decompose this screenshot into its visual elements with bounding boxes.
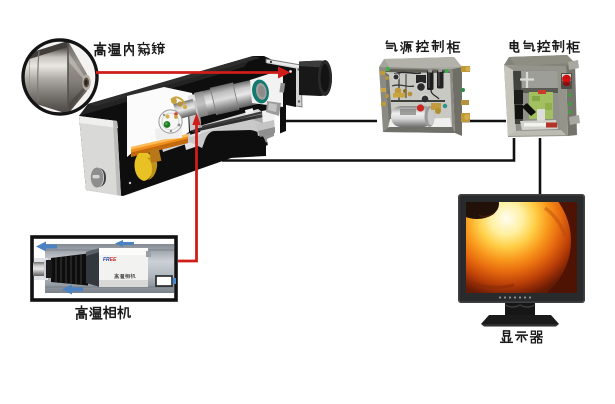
svg-text:FREE: FREE [103, 257, 117, 263]
